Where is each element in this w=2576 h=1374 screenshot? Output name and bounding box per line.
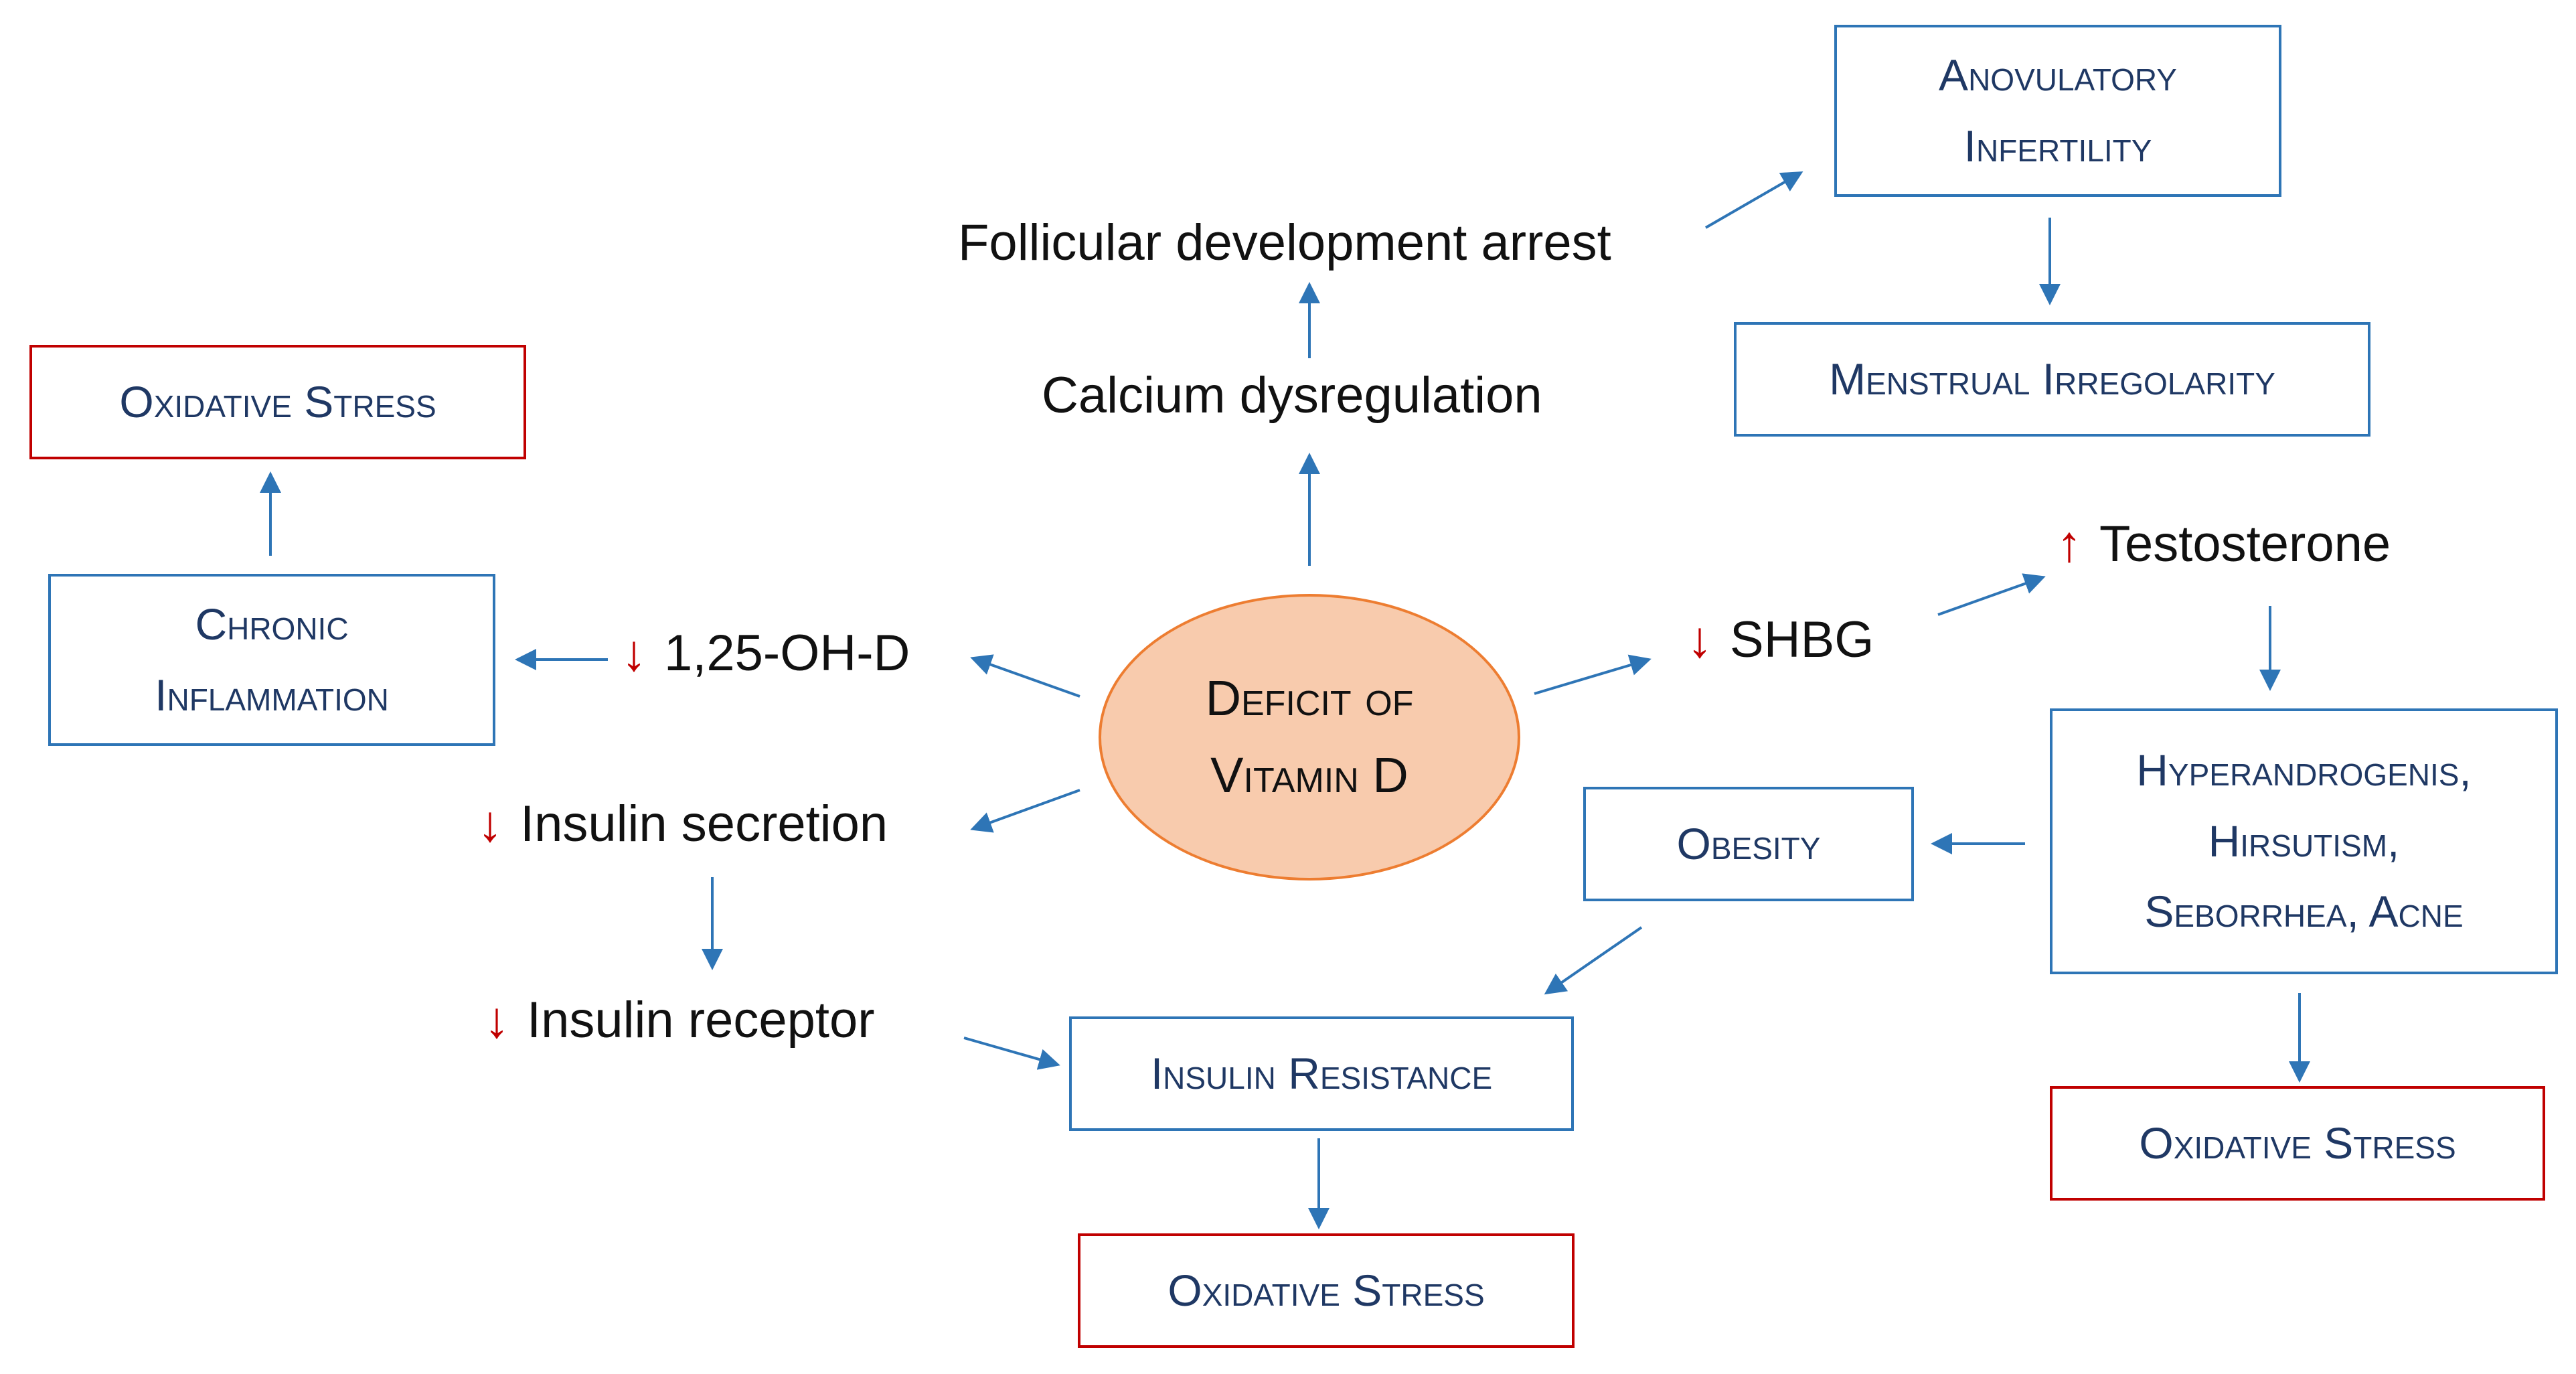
arrow-center-to-vitd	[970, 654, 1080, 698]
anovulatory-line-1: Anovulatory	[1939, 50, 2177, 100]
arrow-receptor-to-resistance	[963, 1037, 1060, 1070]
hyperandrogenis-line-1: Hyperandrogenis,	[2136, 745, 2472, 795]
insulin-receptor-label: ↓Insulin receptor	[484, 992, 875, 1049]
center-line-1: Deficit of	[1205, 670, 1414, 727]
follicular-arrest-label: Follicular development arrest	[958, 214, 1611, 271]
center-line-2: Vitamin D	[1210, 747, 1408, 803]
chronic-inflammation-box: Chronic Inflammation	[48, 574, 495, 746]
arrow-obesity-to-resistance	[1544, 926, 1643, 995]
obesity-box: Obesity	[1583, 787, 1914, 901]
insulin-resistance-box: Insulin Resistance	[1069, 1016, 1574, 1131]
menstrual-irregularity-box: Menstrual Irregolarity	[1734, 322, 2370, 437]
hyperandrogenis-box: Hyperandrogenis, Hirsutism, Seborrhea, A…	[2050, 708, 2558, 974]
hyperandrogenis-line-2: Hirsutism,	[2208, 816, 2400, 866]
arrow-follicular-to-anovulatory	[1704, 171, 1803, 229]
oxidative-stress-left-box: Oxidative Stress	[29, 345, 526, 459]
menstrual-irregularity-text: Menstrual Irregolarity	[1829, 354, 2275, 404]
oxidative-stress-right-box: Oxidative Stress	[2050, 1086, 2545, 1201]
chronic-inflammation-line-1: Chronic	[195, 599, 349, 649]
arrow-center-to-shbg	[1534, 654, 1652, 695]
down-arrow-icon: ↓	[484, 992, 509, 1049]
arrow-center-to-insulin-secretion	[970, 789, 1080, 833]
up-arrow-icon: ↑	[2057, 516, 2082, 572]
calcium-dysregulation-label: Calcium dysregulation	[1042, 367, 1542, 424]
shbg-label: ↓SHBG	[1687, 611, 1874, 668]
arrow-shbg-to-testosterone	[1937, 573, 2046, 616]
oxidative-stress-right-text: Oxidative Stress	[2139, 1118, 2456, 1168]
hyperandrogenis-line-3: Seborrhea, Acne	[2144, 887, 2464, 937]
oxidative-stress-bottom-text: Oxidative Stress	[1168, 1265, 1485, 1315]
insulin-resistance-text: Insulin Resistance	[1150, 1048, 1493, 1098]
oxidative-stress-left-text: Oxidative Stress	[119, 376, 436, 427]
down-arrow-icon: ↓	[621, 625, 647, 682]
vitamin-d-deficit-node: Deficit of Vitamin D	[1099, 594, 1520, 881]
chronic-inflammation-line-2: Inflammation	[155, 670, 389, 720]
down-arrow-icon: ↓	[477, 795, 503, 852]
insulin-secretion-label: ↓Insulin secretion	[477, 795, 888, 852]
vitd-metabolite-label: ↓1,25-OH-D	[621, 625, 910, 682]
anovulatory-line-2: Infertility	[1963, 121, 2152, 171]
obesity-text: Obesity	[1676, 818, 1821, 868]
oxidative-stress-bottom-box: Oxidative Stress	[1078, 1233, 1575, 1348]
testosterone-label: ↑Testosterone	[2057, 516, 2391, 572]
anovulatory-infertility-box: Anovulatory Infertility	[1834, 25, 2281, 197]
down-arrow-icon: ↓	[1687, 611, 1712, 668]
